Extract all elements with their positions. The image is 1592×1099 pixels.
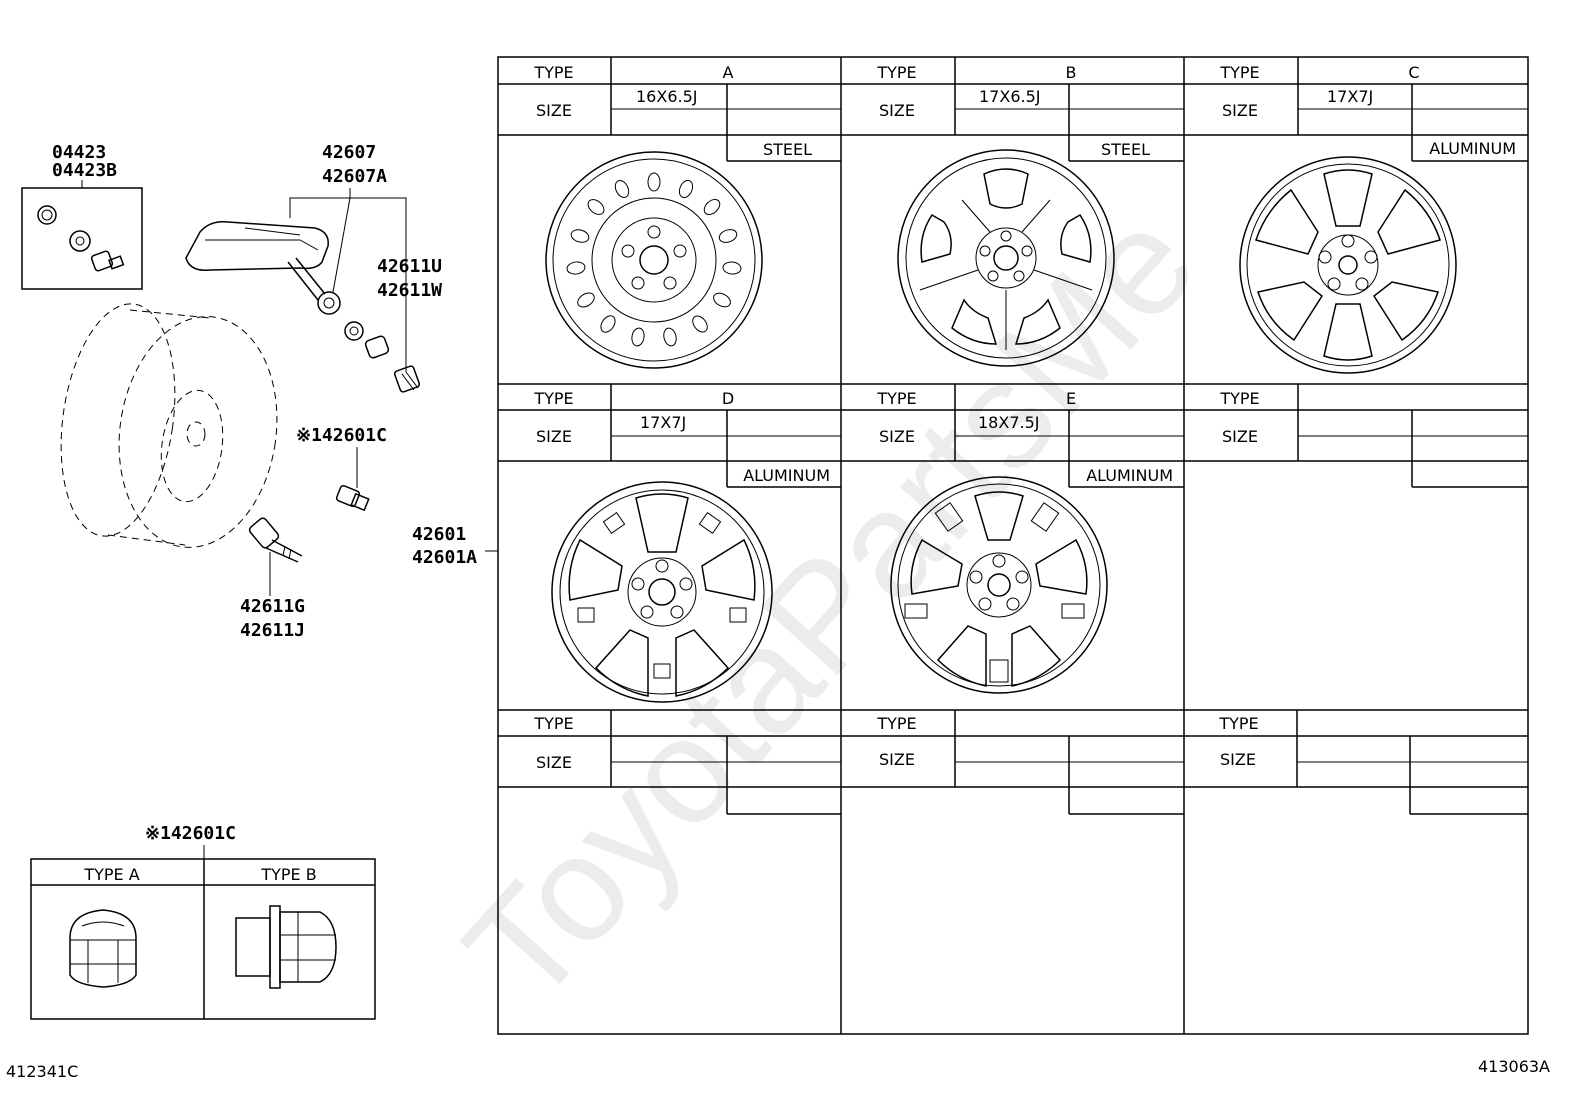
size-value: 18X7.5J xyxy=(978,413,1039,432)
material-value: ALUMINUM xyxy=(1429,139,1516,158)
type-label: TYPE xyxy=(1218,714,1258,733)
sensor-nut-icon xyxy=(317,291,341,315)
valve-nut-icon xyxy=(90,250,125,272)
wheel-cell-f[interactable]: TYPE SIZE xyxy=(1184,384,1528,488)
size-label: SIZE xyxy=(536,427,572,446)
wheel-table-frame xyxy=(497,56,1529,1035)
type-value: D xyxy=(722,389,734,408)
wheel-cell-g[interactable]: TYPE SIZE xyxy=(498,710,841,815)
size-label: SIZE xyxy=(1222,427,1258,446)
size-label: SIZE xyxy=(536,101,572,120)
part-number-42611g[interactable]: 42611G xyxy=(240,596,305,617)
part-number-04423[interactable]: 04423 xyxy=(52,142,106,163)
part-number-42601a[interactable]: 42601A xyxy=(412,547,477,568)
nut-type-table: ※142601C TYPE A TYPE B xyxy=(30,823,376,1020)
hub-nut-icon xyxy=(335,484,370,512)
part-number-42601[interactable]: 42601 xyxy=(412,524,466,545)
lug-set-callout: 04423 04423B xyxy=(21,142,143,290)
tpms-sensor-callout: 42607 42607A xyxy=(185,142,407,372)
wheel-cell-c[interactable]: TYPE C SIZE 17X7J ALUMINUM xyxy=(1184,57,1528,374)
size-value: 17X6.5J xyxy=(979,87,1040,106)
part-number-42601c[interactable]: ※142601C xyxy=(296,425,387,446)
type-label: TYPE xyxy=(876,389,916,408)
wheel-table: TYPE A SIZE 16X6.5J STEEL xyxy=(497,56,1529,1035)
size-label: SIZE xyxy=(879,101,915,120)
wheel-cell-h[interactable]: TYPE SIZE xyxy=(841,710,1184,815)
size-value: 17X7J xyxy=(640,413,686,432)
type-value: C xyxy=(1408,63,1419,82)
type-label: TYPE xyxy=(533,714,573,733)
type-label: TYPE xyxy=(533,63,573,82)
valve-cap-callout: 42611U 42611W xyxy=(377,256,442,393)
size-label: SIZE xyxy=(1220,750,1256,769)
size-label: SIZE xyxy=(536,753,572,772)
type-label: TYPE xyxy=(1219,63,1259,82)
type-b-nut-icon xyxy=(235,905,337,989)
type-value: A xyxy=(723,63,734,82)
wheel-cell-b[interactable]: TYPE B SIZE 17X6.5J STEEL xyxy=(841,57,1184,367)
type-label: TYPE xyxy=(1219,389,1259,408)
type-label: TYPE xyxy=(876,63,916,82)
alloy-wheel-c-icon xyxy=(1239,156,1457,374)
material-value: ALUMINUM xyxy=(1086,466,1173,485)
lug-cap-icon xyxy=(37,205,57,225)
alloy-wheel-e-icon xyxy=(890,476,1108,694)
wheel-cell-a[interactable]: TYPE A SIZE 16X6.5J STEEL xyxy=(498,57,841,369)
wheel-cell-i[interactable]: TYPE SIZE xyxy=(1184,710,1528,815)
valve-stem-icon xyxy=(248,517,303,563)
nut-table-ref[interactable]: ※142601C xyxy=(145,823,236,844)
sensor-grommet-icon xyxy=(364,335,390,359)
tpms-sensor-icon xyxy=(185,220,329,301)
part-number-42611j[interactable]: 42611J xyxy=(240,620,305,641)
size-label: SIZE xyxy=(1222,101,1258,120)
part-number-42607[interactable]: 42607 xyxy=(322,142,376,163)
part-number-42611w[interactable]: 42611W xyxy=(377,280,442,301)
type-a-header: TYPE A xyxy=(83,865,139,884)
footer-right-code: 413063A xyxy=(1478,1057,1550,1076)
type-b-header: TYPE B xyxy=(260,865,316,884)
part-number-42607a[interactable]: 42607A xyxy=(322,166,387,187)
wheel-cell-e[interactable]: TYPE E SIZE 18X7.5J ALUMINUM xyxy=(841,384,1184,694)
size-value: 16X6.5J xyxy=(636,87,697,106)
footer-left-code: 412341C xyxy=(6,1062,78,1081)
valve-stem-callout: 42611G 42611J xyxy=(240,517,305,641)
alloy-wheel-d-icon xyxy=(551,481,773,703)
type-value: E xyxy=(1066,389,1076,408)
lug-set-box xyxy=(21,187,143,290)
size-value: 17X7J xyxy=(1327,87,1373,106)
type-label: TYPE xyxy=(533,389,573,408)
material-value: STEEL xyxy=(1101,140,1150,159)
tire-outline xyxy=(60,303,278,548)
material-value: ALUMINUM xyxy=(743,466,830,485)
wheel-callout: 42601 42601A xyxy=(412,524,498,568)
steel-wheel-a-icon xyxy=(545,151,763,369)
valve-cap-icon xyxy=(393,365,421,393)
part-number-42611u[interactable]: 42611U xyxy=(377,256,442,277)
type-a-nut-icon xyxy=(69,909,137,988)
material-value: STEEL xyxy=(763,140,812,159)
type-value: B xyxy=(1066,63,1077,82)
wheel-cell-d[interactable]: TYPE D SIZE 17X7J ALUMINUM xyxy=(498,384,841,703)
part-number-04423b[interactable]: 04423B xyxy=(52,160,117,181)
size-label: SIZE xyxy=(879,427,915,446)
washer-icon xyxy=(69,230,91,252)
hub-nut-callout: ※142601C xyxy=(296,425,387,512)
sensor-washer-icon xyxy=(344,321,364,341)
steel-wheel-b-icon xyxy=(897,149,1115,367)
size-label: SIZE xyxy=(879,750,915,769)
type-label: TYPE xyxy=(876,714,916,733)
